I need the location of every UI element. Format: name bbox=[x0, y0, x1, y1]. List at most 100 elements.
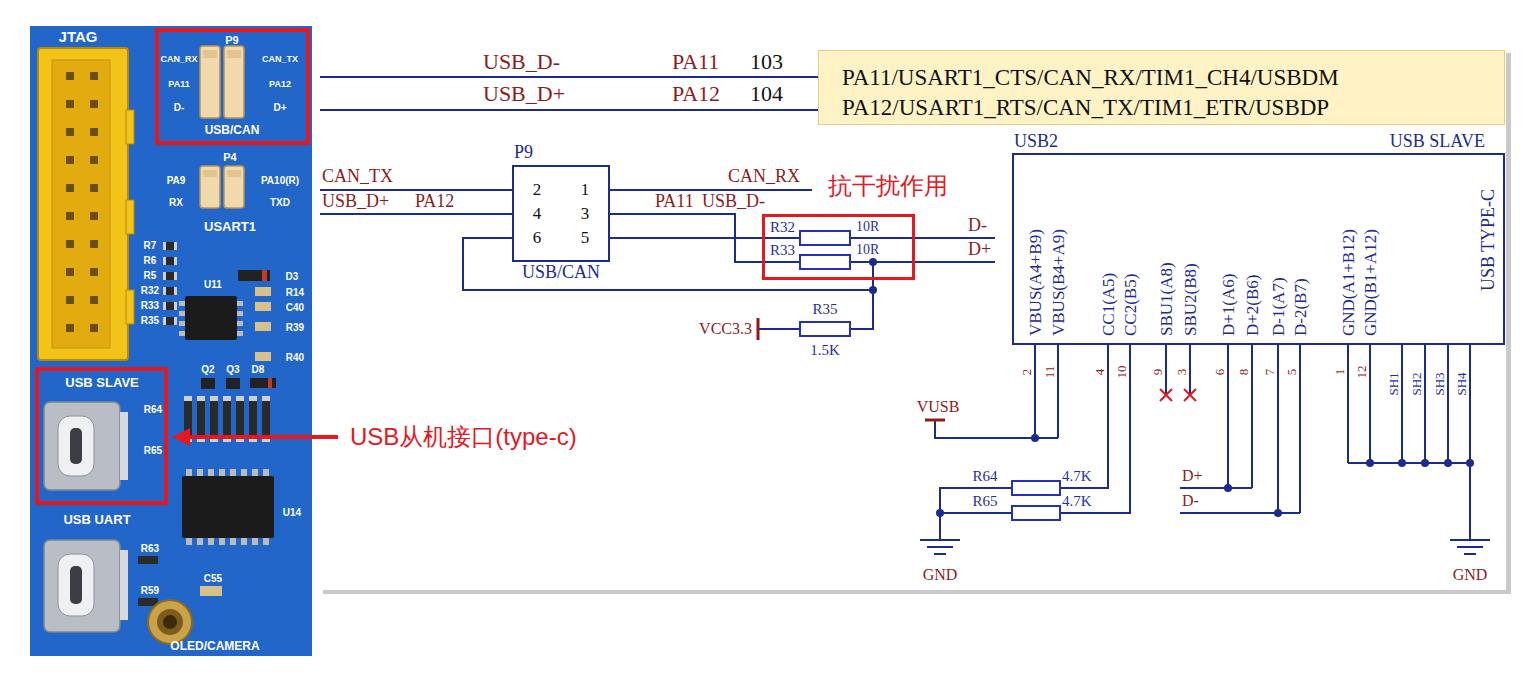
pin-number: 10 bbox=[1115, 366, 1128, 379]
ic-chip bbox=[237, 299, 243, 339]
jumper-cap bbox=[224, 46, 244, 118]
diode-transistor bbox=[201, 270, 276, 389]
jtag-header bbox=[38, 48, 134, 360]
jtag-header bbox=[126, 200, 134, 234]
silkscreen-label: R40 bbox=[286, 352, 304, 363]
pin-name: SH3 bbox=[1433, 372, 1446, 395]
wire bbox=[1165, 345, 1167, 395]
net-label: D- bbox=[1182, 492, 1199, 510]
smd-components bbox=[138, 556, 158, 564]
smd-components bbox=[255, 352, 271, 361]
ic-chip bbox=[185, 296, 237, 340]
pin-number: 104 bbox=[750, 82, 783, 106]
pin-number: 9 bbox=[1151, 369, 1164, 376]
silkscreen-label: R59 bbox=[141, 585, 159, 596]
jumper-cap bbox=[227, 50, 241, 58]
node-text: D+ bbox=[273, 102, 286, 113]
node-text: USB SLAVE bbox=[65, 376, 138, 390]
ic-chip bbox=[184, 538, 272, 545]
smd-components bbox=[255, 302, 271, 311]
junction-dot bbox=[1444, 459, 1452, 467]
junction-dot bbox=[1398, 459, 1406, 467]
junction-dot bbox=[936, 509, 944, 517]
junction-dot bbox=[1224, 484, 1232, 492]
pin-name: SH2 bbox=[1410, 372, 1423, 395]
wire bbox=[320, 213, 512, 215]
junction-dot bbox=[1274, 509, 1282, 517]
silkscreen-label: D8 bbox=[252, 364, 265, 375]
pin-number: 103 bbox=[750, 50, 783, 74]
power-label: GND bbox=[923, 566, 958, 584]
value-label: 4.7K bbox=[1062, 468, 1092, 485]
pin-number: 5 bbox=[1285, 369, 1298, 376]
power-label: VUSB bbox=[917, 398, 960, 416]
highlight-box: USB SLAVE bbox=[35, 367, 168, 505]
net-label: CAN_RX bbox=[728, 167, 800, 187]
resistor-symbol bbox=[1012, 481, 1060, 495]
ground-symbol bbox=[920, 540, 960, 554]
usb-connector-box: USB2USB SLAVEVBUS(A4+B9)VBUS(B4+A9)CC1(A… bbox=[1012, 153, 1505, 345]
silkscreen-label: R32 bbox=[141, 285, 159, 296]
pin-name: GND(A1+B12) bbox=[1340, 229, 1357, 336]
silkscreen-label: TXD bbox=[270, 197, 290, 208]
mounting-hole bbox=[148, 600, 192, 644]
resistor-symbol bbox=[800, 255, 850, 269]
mounting-hole bbox=[148, 600, 192, 644]
pin-number: 4 bbox=[1093, 369, 1106, 376]
mounting-hole bbox=[157, 609, 183, 635]
pin-name: SH4 bbox=[1455, 372, 1468, 395]
net-label: D- bbox=[968, 216, 987, 236]
pin-name: D-2(B7) bbox=[1292, 278, 1309, 336]
type-c-connector bbox=[70, 428, 82, 464]
ic-chip bbox=[179, 296, 274, 545]
silkscreen-label: Q3 bbox=[226, 364, 239, 375]
node-text: CAN_RX bbox=[160, 55, 197, 65]
jtag-header bbox=[38, 48, 128, 360]
net-label: USB_D+ bbox=[483, 82, 565, 106]
wire bbox=[1060, 345, 1108, 488]
pin-name: GND(B1+A12) bbox=[1362, 229, 1379, 336]
pin-name: PA11 bbox=[672, 50, 719, 74]
net-label: USB_D- bbox=[483, 50, 560, 74]
part-label: R32 bbox=[770, 219, 795, 236]
ic-chip bbox=[179, 299, 185, 339]
wire bbox=[850, 262, 873, 329]
net-label: CAN_TX bbox=[322, 167, 393, 187]
wire bbox=[1447, 345, 1449, 463]
part-label: R35 bbox=[812, 301, 837, 318]
diode-transistor bbox=[262, 270, 267, 281]
wire bbox=[1227, 345, 1229, 488]
junction-dot bbox=[1466, 459, 1474, 467]
silkscreen-label: R63 bbox=[141, 543, 159, 554]
wire bbox=[320, 77, 1470, 540]
wire bbox=[758, 328, 800, 330]
mcu-pin-box: PA11/USART1_CTS/CAN_RX/TIM1_CH4/USBDMPA1… bbox=[818, 50, 1505, 125]
wire bbox=[1189, 345, 1191, 395]
smd-components bbox=[162, 239, 178, 329]
wire bbox=[1251, 345, 1253, 488]
jtag-header bbox=[126, 110, 134, 144]
silkscreen-label: USART1 bbox=[204, 220, 256, 234]
pin-number: 2 bbox=[1020, 369, 1033, 376]
node-text: USB/CAN bbox=[522, 263, 600, 283]
resistor-symbol bbox=[800, 231, 850, 245]
silkscreen-label: U14 bbox=[283, 507, 301, 518]
jtag-header bbox=[52, 60, 110, 348]
net-label: USB_D- bbox=[702, 192, 765, 212]
pin-name: VBUS(A4+B9) bbox=[1027, 229, 1044, 336]
power-label: GND bbox=[1453, 566, 1488, 584]
pin-name: PA11 bbox=[655, 192, 694, 212]
wire bbox=[610, 214, 800, 262]
type-c-connector bbox=[58, 416, 94, 476]
pin-name: D-1(A7) bbox=[1270, 277, 1287, 336]
schematic-panel bbox=[318, 48, 1506, 590]
node-text: 6 bbox=[533, 229, 542, 248]
part-label: R64 bbox=[972, 468, 997, 485]
value-label: 1.5K bbox=[810, 342, 840, 359]
jumper-cap bbox=[203, 50, 217, 58]
silkscreen-label: Q2 bbox=[201, 364, 214, 375]
value-label: 10R bbox=[856, 219, 879, 234]
highlight-box: P9CAN_RXCAN_TXPA11PA12D-D+USB/CAN bbox=[155, 28, 310, 145]
node-text: 2 bbox=[533, 181, 542, 200]
jumper-cap bbox=[200, 166, 220, 208]
